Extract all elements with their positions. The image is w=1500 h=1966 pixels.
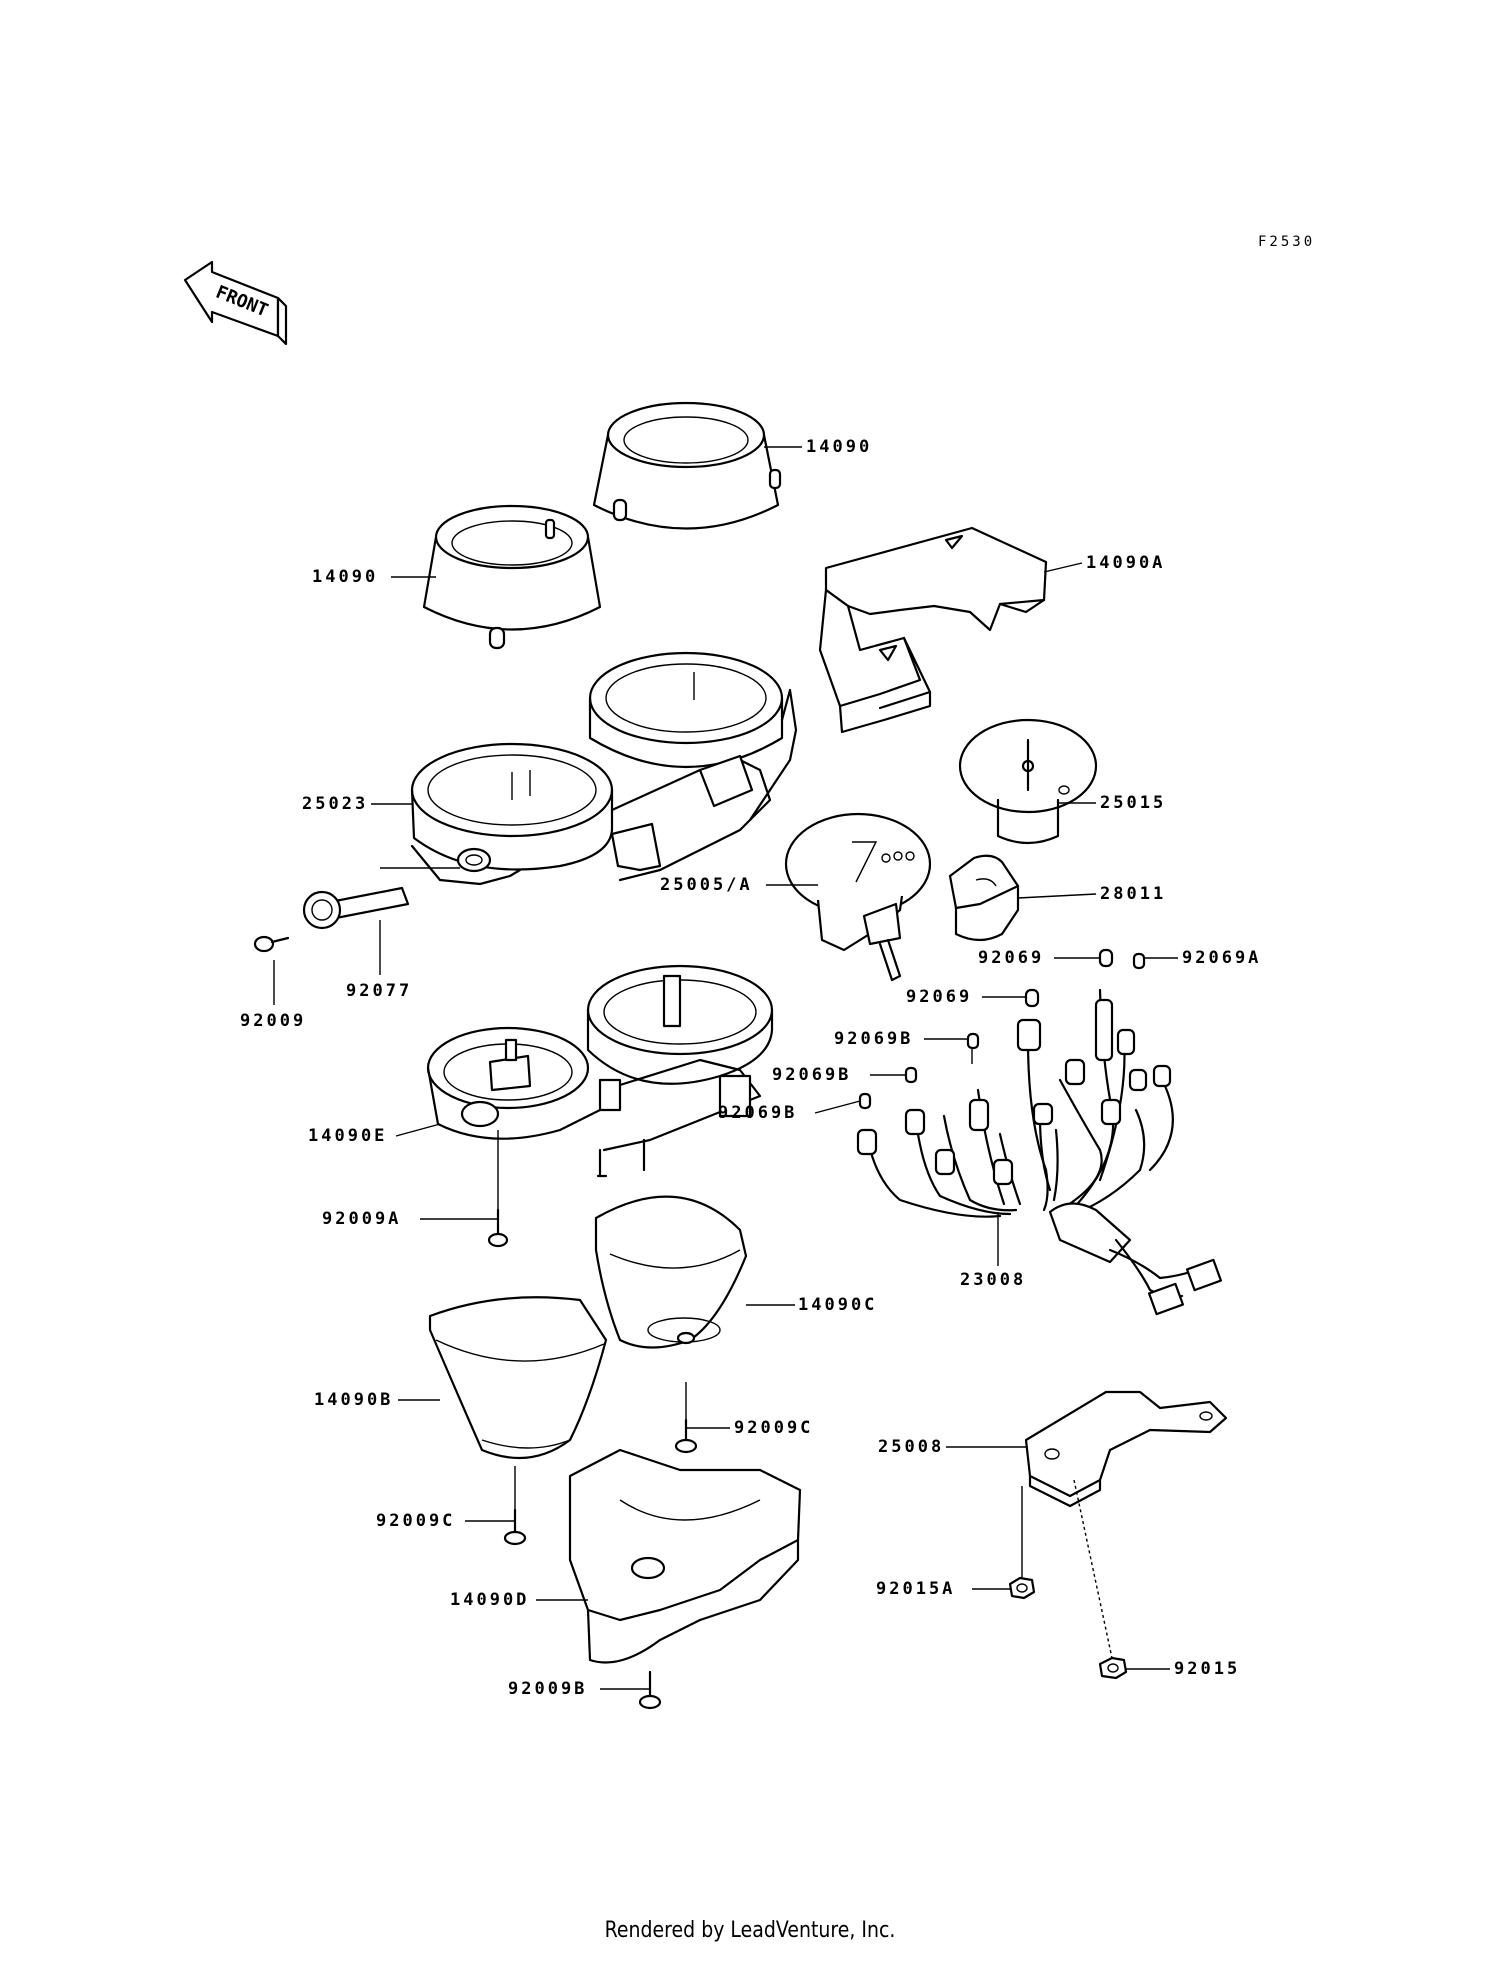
meter-bottom-cover bbox=[568, 1448, 802, 1664]
bulb-92069B-1 bbox=[966, 1032, 980, 1050]
part-label-23008[interactable]: 23008 bbox=[960, 1270, 1027, 1290]
part-label-92069B-3[interactable]: 92069B bbox=[718, 1103, 798, 1123]
part-label-92009[interactable]: 92009 bbox=[240, 1011, 307, 1031]
part-label-14090D[interactable]: 14090D bbox=[450, 1590, 530, 1610]
speedometer-25005 bbox=[784, 812, 932, 982]
meter-ring-left bbox=[422, 504, 602, 650]
bulb-92069A bbox=[1132, 952, 1146, 970]
part-label-25008[interactable]: 25008 bbox=[878, 1437, 945, 1457]
screw-92009B bbox=[638, 1670, 662, 1710]
screw-92009A bbox=[487, 1208, 509, 1248]
part-label-14090-right[interactable]: 14090 bbox=[806, 437, 873, 457]
meter-housing-lower bbox=[426, 964, 774, 1178]
part-label-92069-mid[interactable]: 92069 bbox=[906, 987, 973, 1007]
part-label-92009C-upper[interactable]: 92009C bbox=[734, 1418, 814, 1438]
bulb-92069-2 bbox=[1024, 988, 1040, 1008]
bulb-92069 bbox=[1098, 948, 1114, 968]
part-label-25015[interactable]: 25015 bbox=[1100, 793, 1167, 813]
sensor-28011 bbox=[948, 854, 1020, 942]
gauge-25015 bbox=[958, 718, 1098, 845]
meter-housing-upper bbox=[410, 651, 798, 886]
part-label-25005A[interactable]: 25005/A bbox=[660, 875, 753, 895]
nut-92015A bbox=[1008, 1576, 1036, 1600]
part-label-92015[interactable]: 92015 bbox=[1174, 1659, 1241, 1679]
bulb-92069B-3 bbox=[858, 1092, 872, 1110]
screw-92009C-lower bbox=[503, 1508, 527, 1546]
meter-ring-right bbox=[592, 401, 782, 530]
nut-92015 bbox=[1098, 1656, 1128, 1680]
wire-harness-23008 bbox=[856, 988, 1223, 1316]
part-label-92015A[interactable]: 92015A bbox=[876, 1579, 956, 1599]
part-label-14090-left[interactable]: 14090 bbox=[312, 567, 379, 587]
part-label-92069B-1[interactable]: 92069B bbox=[834, 1029, 914, 1049]
part-label-14090A[interactable]: 14090A bbox=[1086, 553, 1166, 573]
figure-code: F2530 bbox=[1258, 234, 1316, 250]
part-label-28011[interactable]: 28011 bbox=[1100, 884, 1167, 904]
meter-cup-lower bbox=[428, 1296, 608, 1460]
part-label-25023[interactable]: 25023 bbox=[302, 794, 369, 814]
meter-top-cover bbox=[818, 526, 1048, 734]
front-arrow-icon: FRONT bbox=[183, 260, 288, 346]
part-label-92009A[interactable]: 92009A bbox=[322, 1209, 402, 1229]
bulb-92069B-2 bbox=[904, 1066, 918, 1084]
part-label-92077[interactable]: 92077 bbox=[346, 981, 413, 1001]
leader-lines bbox=[273, 446, 1178, 1690]
screw-92009C-upper bbox=[674, 1418, 698, 1454]
part-label-14090C[interactable]: 14090C bbox=[798, 1295, 878, 1315]
part-label-92069A[interactable]: 92069A bbox=[1182, 948, 1262, 968]
part-label-92069B-2[interactable]: 92069B bbox=[772, 1065, 852, 1085]
part-label-14090E[interactable]: 14090E bbox=[308, 1126, 388, 1146]
bracket-25008 bbox=[1024, 1390, 1228, 1508]
part-label-14090B[interactable]: 14090B bbox=[314, 1390, 394, 1410]
meter-cup-upper bbox=[594, 1195, 748, 1349]
part-label-92069-top[interactable]: 92069 bbox=[978, 948, 1045, 968]
part-label-92009C-lower[interactable]: 92009C bbox=[376, 1511, 456, 1531]
part-label-92009B[interactable]: 92009B bbox=[508, 1679, 588, 1699]
trip-knob-92077 bbox=[302, 886, 410, 930]
screw-92009 bbox=[253, 935, 290, 953]
footer-credit: Rendered by LeadVenture, Inc. bbox=[604, 1918, 896, 1943]
